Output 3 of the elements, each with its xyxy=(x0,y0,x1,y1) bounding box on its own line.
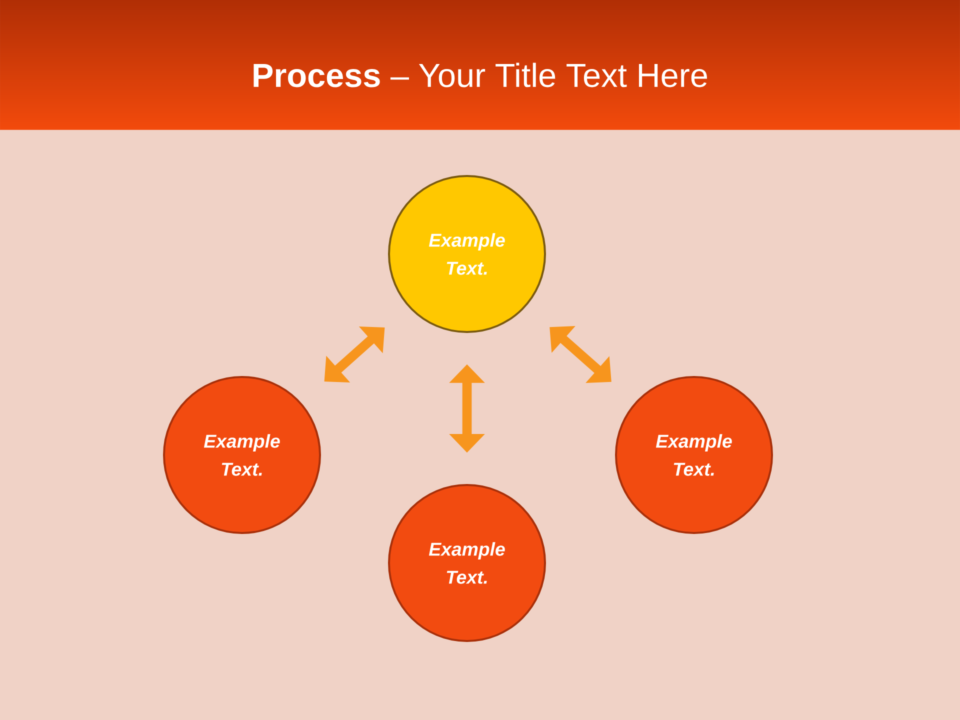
slide-title: Process – Your Title Text Here xyxy=(254,62,707,88)
double-arrow xyxy=(550,326,612,383)
double-arrow xyxy=(324,326,385,382)
